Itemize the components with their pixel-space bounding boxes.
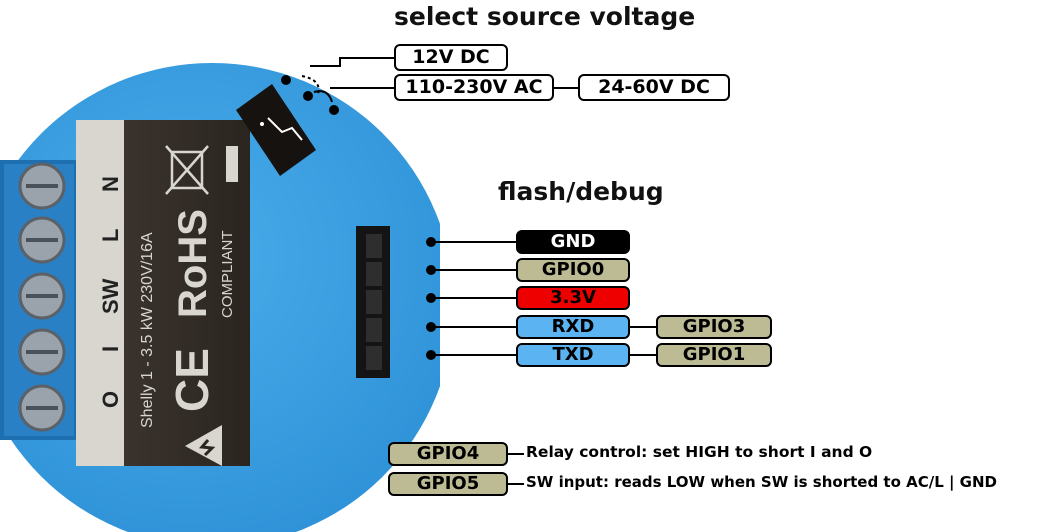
rohs-text: RoHS bbox=[171, 209, 215, 318]
pin-rxd: RXD bbox=[516, 315, 630, 339]
terminal-letter-n: N bbox=[98, 176, 123, 192]
terminal-letter-o: O bbox=[98, 391, 123, 408]
voltage-option-12v-dc: 12V DC bbox=[394, 44, 508, 71]
pin-3v3: 3.3V bbox=[516, 286, 630, 310]
jumper-header bbox=[236, 84, 316, 176]
terminal-letters: O I SW L N bbox=[98, 176, 123, 408]
voltage-option-110-230v-ac: 110-230V AC bbox=[394, 74, 554, 101]
pin-txd: TXD bbox=[516, 343, 630, 367]
io-gpio5-description: SW input: reads LOW when SW is shorted t… bbox=[526, 473, 997, 491]
voltage-pointer-lines bbox=[301, 57, 580, 103]
debug-title: flash/debug bbox=[498, 177, 664, 206]
io-gpio4-description: Relay control: set HIGH to short I and O bbox=[526, 443, 873, 461]
terminal-block bbox=[0, 160, 78, 440]
voltage-dot-1 bbox=[281, 75, 291, 85]
warning-triangle-icon bbox=[185, 425, 222, 466]
bar-mark bbox=[226, 146, 238, 182]
pin-gnd: GND bbox=[516, 230, 630, 254]
terminal-screws bbox=[18, 162, 66, 432]
io-gpio5: GPIO5 bbox=[388, 472, 508, 496]
pin-txd-gpio: GPIO1 bbox=[656, 343, 772, 367]
terminal-letter-i: I bbox=[98, 346, 123, 352]
debug-pointer-lines bbox=[432, 241, 658, 356]
pin-rxd-gpio: GPIO3 bbox=[656, 315, 772, 339]
debug-connector bbox=[356, 226, 390, 378]
terminal-letter-sw: SW bbox=[98, 278, 123, 314]
terminal-letter-l: L bbox=[98, 229, 123, 242]
io-gpio4: GPIO4 bbox=[388, 442, 508, 466]
voltage-dot-3 bbox=[329, 105, 339, 115]
voltage-option-24-60v-dc: 24-60V DC bbox=[578, 74, 730, 101]
io-pointer-lines bbox=[506, 453, 524, 485]
pin-gpio0: GPIO0 bbox=[516, 258, 630, 282]
model-text: Shelly 1 - 3.5 kW 230V/16A bbox=[139, 232, 156, 428]
voltage-dot-2 bbox=[303, 91, 313, 101]
compliant-text: COMPLIANT bbox=[219, 230, 236, 318]
ce-mark: CE bbox=[166, 348, 218, 412]
device-label: O I SW L N Shelly 1 - 3.5 kW 230V/16A Ro… bbox=[76, 120, 250, 466]
debug-pin-dots bbox=[426, 237, 436, 360]
weee-bin-icon bbox=[165, 145, 209, 195]
voltage-title: select source voltage bbox=[394, 2, 696, 31]
